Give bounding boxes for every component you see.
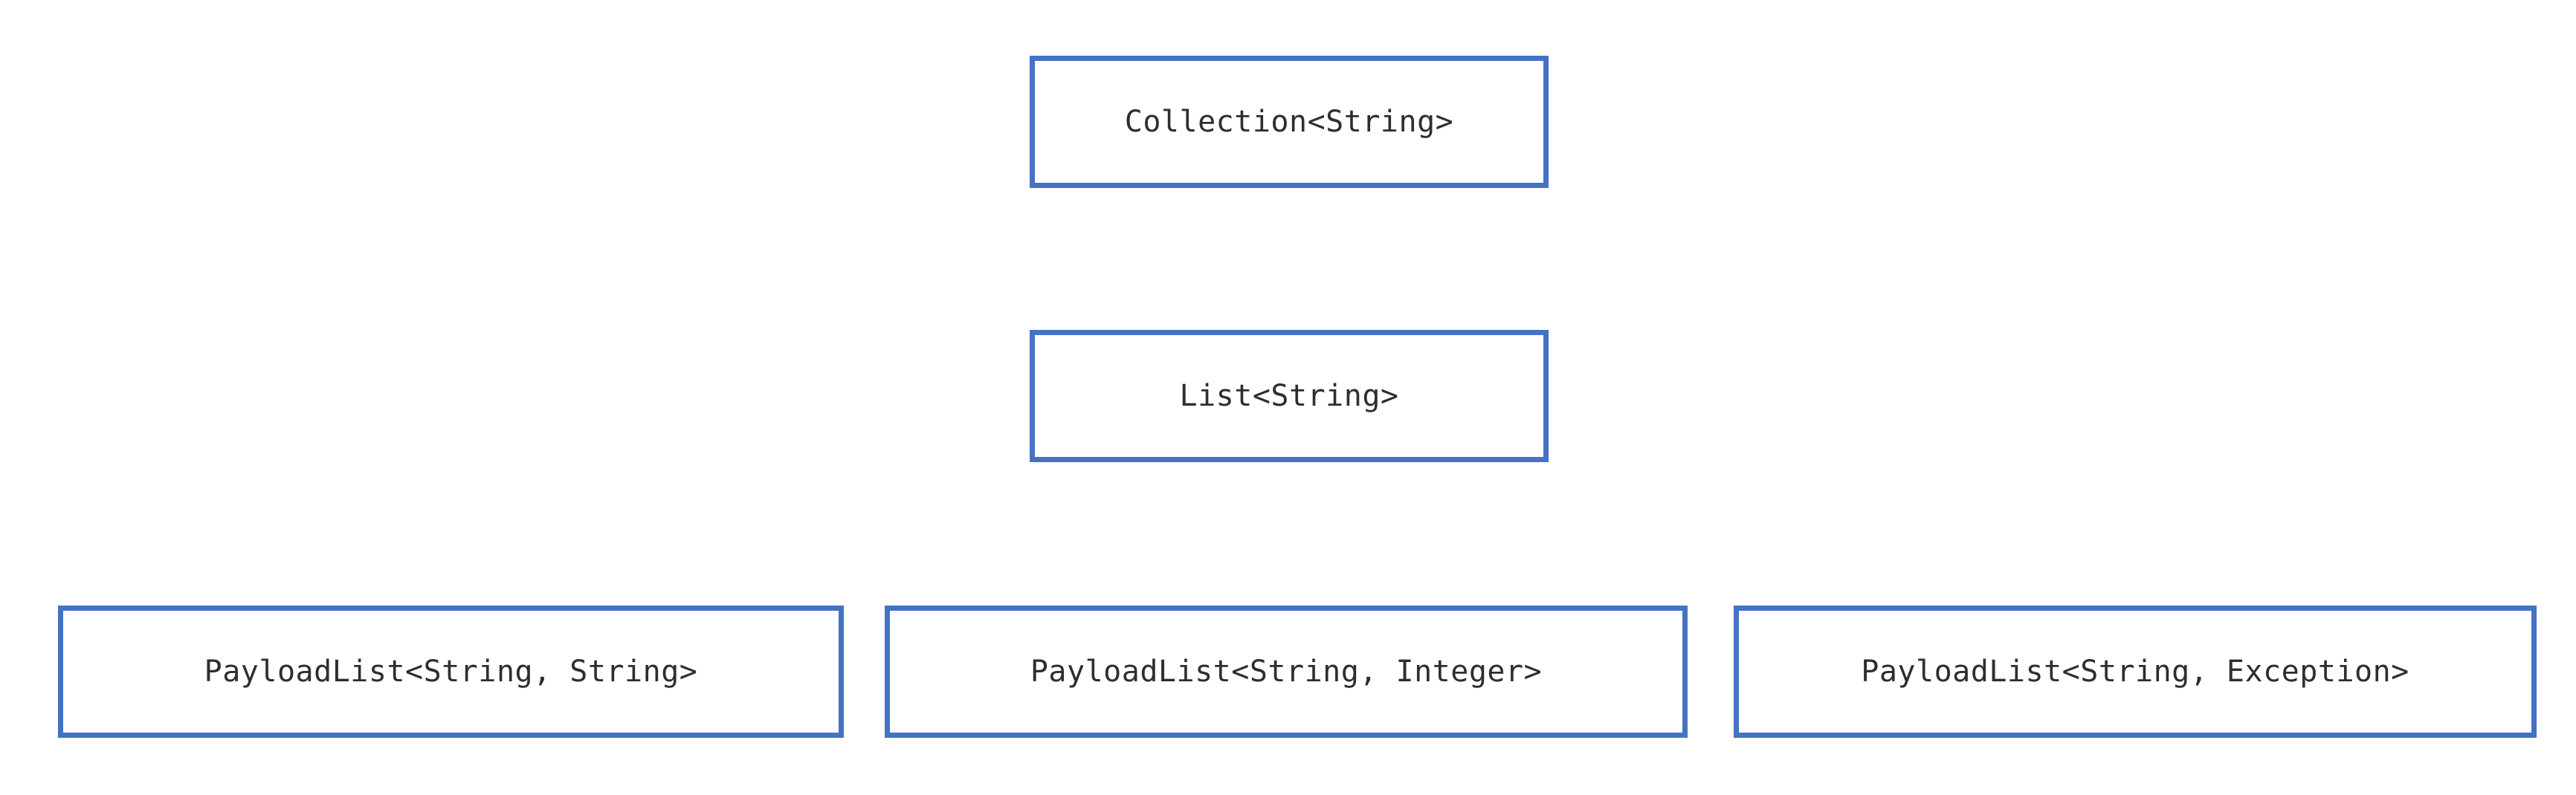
class-label-payload-list-string-integer: PayloadList<String, Integer> bbox=[1030, 655, 1543, 689]
class-box-collection[interactable]: Collection<String> bbox=[1030, 56, 1549, 188]
class-box-payload-list-string-integer[interactable]: PayloadList<String, Integer> bbox=[885, 606, 1688, 738]
class-box-payload-list-string-exception[interactable]: PayloadList<String, Exception> bbox=[1734, 606, 2537, 738]
class-label-payload-list-string-string: PayloadList<String, String> bbox=[204, 655, 698, 689]
class-box-payload-list-string-string[interactable]: PayloadList<String, String> bbox=[58, 606, 844, 738]
class-label-list: List<String> bbox=[1179, 379, 1399, 413]
class-box-list[interactable]: List<String> bbox=[1030, 330, 1549, 462]
class-label-collection: Collection<String> bbox=[1124, 105, 1454, 139]
class-label-payload-list-string-exception: PayloadList<String, Exception> bbox=[1861, 655, 2409, 689]
